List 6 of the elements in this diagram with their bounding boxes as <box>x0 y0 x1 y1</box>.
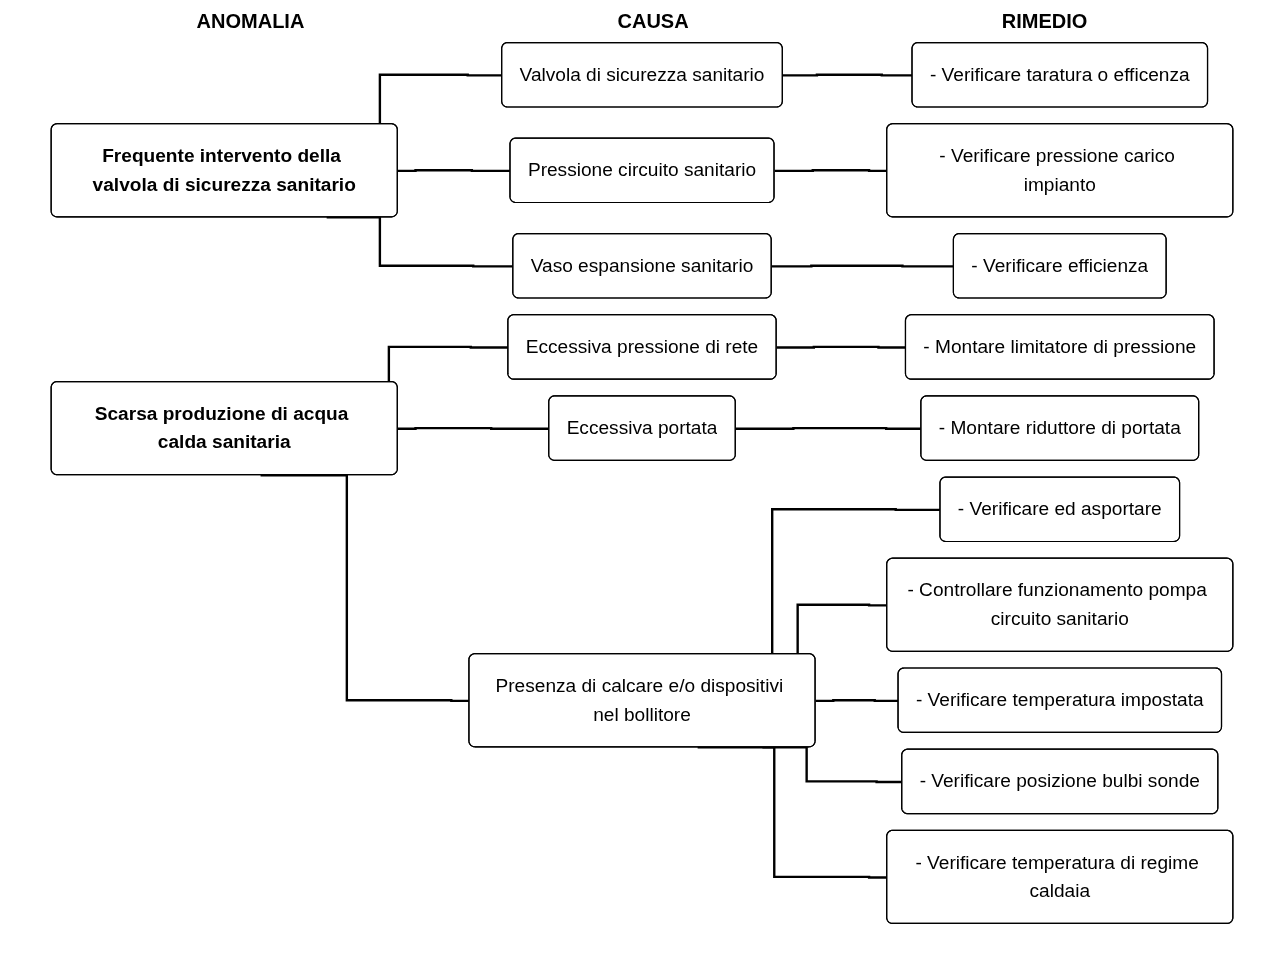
connector <box>771 264 954 268</box>
connector <box>782 73 913 77</box>
column-heading: CAUSA <box>617 10 689 33</box>
column-heading: ANOMALIA <box>196 10 305 33</box>
column-heading: RIMEDIO <box>1001 10 1088 33</box>
connector <box>815 699 899 703</box>
